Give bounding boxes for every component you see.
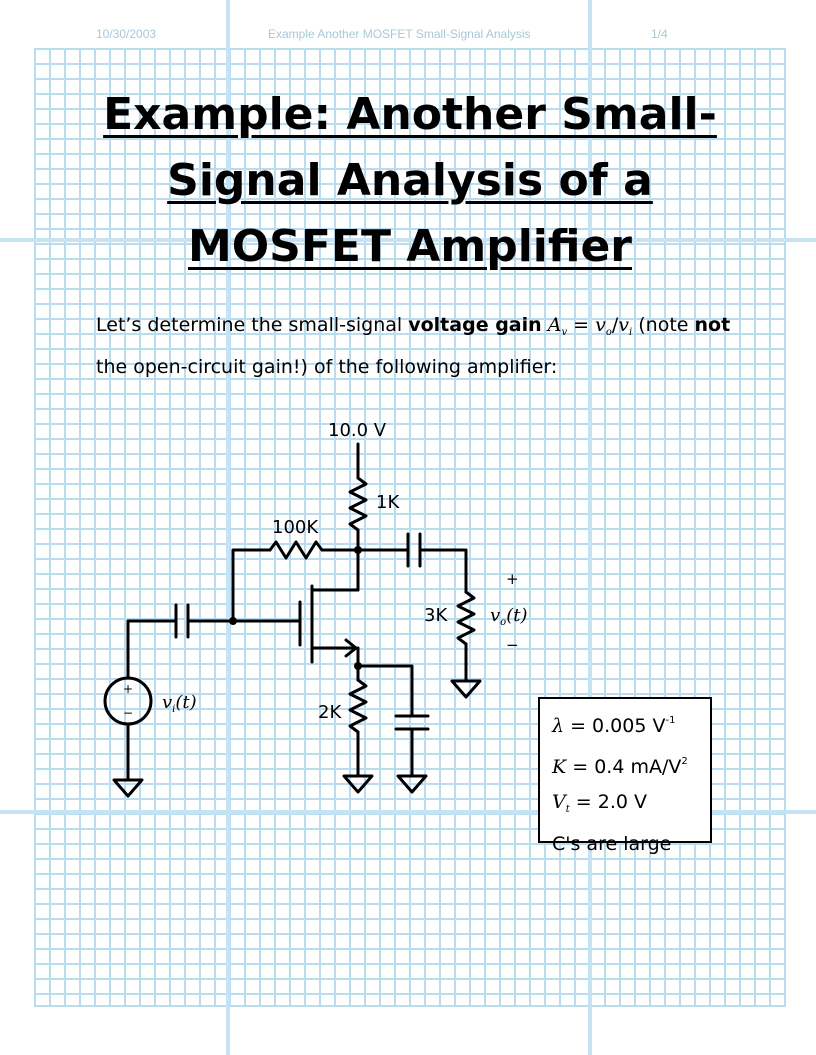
drain-resistor-1k [348, 476, 368, 532]
bypass-wire [356, 664, 414, 718]
source-plus-sign: + [123, 682, 134, 696]
mosfet-source-arrow [344, 638, 358, 658]
lambda-exponent: -1 [665, 715, 676, 726]
title-line-1: Example: Another Small- [103, 89, 717, 140]
parameters-box: λ = 0.005 V-1 K = 0.4 mA/V2 Vt = 2.0 V C… [538, 697, 712, 855]
ground-symbol [396, 774, 428, 794]
output-coupling-capacitor [406, 532, 422, 568]
source-minus-sign: − [123, 706, 134, 720]
vi-arg: (t) [175, 692, 197, 713]
page-title: Example: Another Small- Signal Analysis … [60, 82, 760, 280]
intro-paragraph: Let’s determine the small-signal voltage… [96, 308, 776, 384]
vi-symbol: v [618, 314, 629, 336]
intro-bold-voltage-gain: voltage gain [408, 314, 542, 336]
equals-sign: = [567, 314, 596, 336]
lambda-value: = 0.005 V [564, 715, 666, 737]
grid-major-line [0, 238, 816, 242]
vt-parameter: Vt = 2.0 V [552, 785, 710, 827]
ground-symbol [112, 778, 144, 798]
ground-symbol [342, 774, 374, 794]
title-line-2: Signal Analysis of a [167, 155, 653, 206]
header-title: Example Another MOSFET Small-Signal Anal… [268, 27, 531, 41]
capacitor-note: C's are large [552, 833, 672, 855]
vi-subscript: i [629, 327, 633, 338]
vi-var-subscript: i [172, 704, 176, 715]
load-resistor-label: 3K [424, 605, 448, 626]
vo-symbol: v [595, 314, 606, 336]
grid-major-line [0, 810, 816, 814]
k-symbol: K [552, 756, 567, 778]
input-voltage-label: vi(t) [162, 692, 197, 715]
source-resistor-2k [348, 678, 368, 734]
vt-subscript: t [565, 804, 570, 815]
header-date: 10/30/2003 [96, 27, 157, 41]
vo-subscript: o [605, 327, 612, 338]
vo-var-subscript: o [500, 617, 507, 628]
lambda-symbol: λ [552, 715, 565, 737]
lambda-parameter: λ = 0.005 V-1 [552, 703, 710, 744]
intro-text-1: Let’s determine the small-signal [96, 314, 409, 336]
load-resistor-3k [456, 590, 476, 646]
vo-arg: (t) [506, 605, 528, 626]
slash: / [611, 314, 619, 336]
output-plus-sign: + [506, 570, 519, 588]
intro-bold-not: not [694, 314, 731, 336]
gain-symbol: A [547, 314, 562, 336]
vt-symbol: V [552, 791, 566, 813]
intro-text-3: the open-circuit gain!) of the following… [96, 356, 558, 378]
vo-var: v [490, 605, 501, 626]
output-voltage-label: vo(t) [490, 605, 527, 628]
grid-major-line [588, 0, 592, 1055]
vi-var: v [162, 692, 173, 713]
k-parameter: K = 0.4 mA/V2 [552, 744, 710, 785]
supply-voltage-label: 10.0 V [328, 420, 387, 441]
title-line-3: MOSFET Amplifier [187, 221, 633, 272]
graph-paper-grid [34, 48, 786, 1007]
k-exponent: 2 [681, 756, 688, 767]
input-coupling-capacitor [174, 603, 190, 639]
intro-text-2: (note [632, 314, 695, 336]
input-wire [126, 619, 178, 680]
source-resistor-label: 2K [318, 702, 342, 723]
gain-subscript: v [561, 327, 568, 338]
k-value: = 0.4 mA/V [566, 756, 682, 778]
drain-resistor-label: 1K [376, 492, 400, 513]
feedback-wire-left [231, 548, 272, 623]
page-header: 10/30/2003 Example Another MOSFET Small-… [0, 0, 816, 41]
load-wire [418, 548, 468, 594]
feedback-resistor-100k [268, 540, 324, 560]
vt-value: = 2.0 V [569, 791, 648, 813]
bypass-capacitor [394, 714, 430, 731]
grid-major-line [226, 0, 230, 1055]
header-page-number: 1/4 [651, 27, 668, 41]
ground-symbol [450, 679, 482, 699]
output-minus-sign: − [506, 636, 519, 654]
feedback-resistor-label: 100K [272, 517, 319, 538]
